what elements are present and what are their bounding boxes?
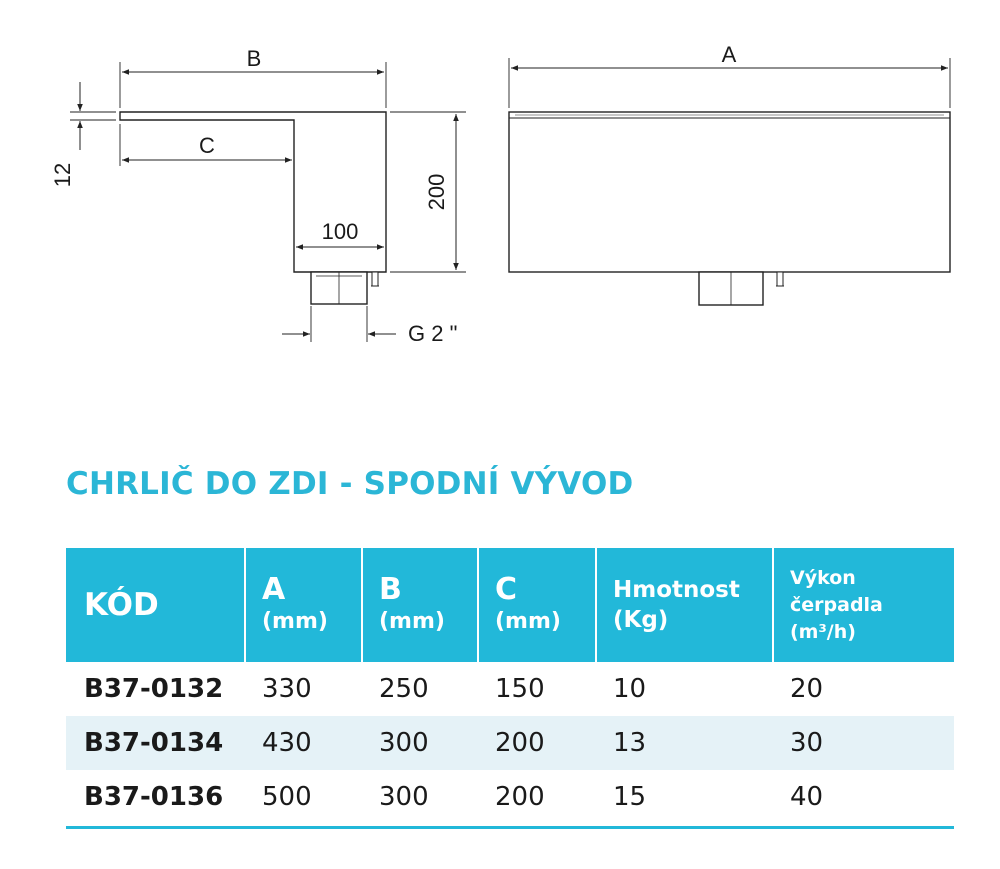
side-view [70,62,466,342]
cell-b: 250 [379,674,429,704]
cell-weight: 10 [613,674,647,704]
header-c-label: C [495,572,518,607]
header-pump-label-1: Výkon [790,566,856,589]
label-dim-200: 200 [424,174,449,211]
header-b-unit: (mm) [379,609,445,634]
header-b-label: B [379,572,402,607]
front-view [508,58,951,306]
label-dim-a: A [722,42,737,67]
cell-a: 430 [244,716,361,770]
cell-code: B37-0134 [66,716,244,770]
header-weight: Hmotnost (Kg) [595,548,772,662]
cell-weight: 15 [613,782,647,812]
header-pump: Výkon čerpadla (m³/h) [772,548,954,662]
spec-table: KÓD A (mm) B (mm) C (mm) Hmotnost (Kg) V… [66,548,954,824]
cell-b: 300 [379,782,429,812]
table-row: B37-0134 430 300 200 13 30 [66,716,954,770]
label-dim-100: 100 [322,219,359,244]
label-dim-b: B [247,46,262,71]
table-row: B37-0132 330 250 150 10 20 [66,662,954,716]
cell-a: 330 [262,674,312,704]
cell-code: B37-0132 [84,674,224,704]
page-title: CHRLIČ DO ZDI - SPODNÍ VÝVOD [66,466,634,502]
cell-pump: 20 [790,674,824,704]
side-view-outline [119,111,387,273]
header-c-unit: (mm) [495,609,561,634]
cell-a: 500 [262,782,312,812]
table-row: B37-0136 500 300 200 15 40 [66,770,954,824]
header-b: B (mm) [361,548,477,662]
label-dim-12: 12 [50,163,75,187]
technical-drawing: B C 12 200 100 G 2 " A [50,42,951,346]
label-thread: G 2 " [408,321,457,346]
cell-c: 200 [477,716,595,770]
header-weight-unit: (Kg) [613,607,669,633]
header-pump-label-2: čerpadla [790,593,883,616]
front-view-outline [508,111,951,273]
header-a: A (mm) [244,548,361,662]
cell-code: B37-0136 [84,782,224,812]
cell-weight: 13 [595,716,772,770]
side-view-screw [371,271,379,287]
header-weight-label: Hmotnost [613,577,740,603]
header-code-label: KÓD [84,587,159,623]
front-view-screw [776,271,784,287]
cell-c: 150 [495,674,545,704]
cell-pump: 40 [790,782,824,812]
cell-c: 200 [495,782,545,812]
cell-b: 300 [361,716,477,770]
header-code: KÓD [66,548,244,662]
label-dim-c: C [199,133,215,158]
cell-pump: 30 [772,716,954,770]
table-header-row: KÓD A (mm) B (mm) C (mm) Hmotnost (Kg) V… [66,548,954,662]
header-a-unit: (mm) [262,609,328,634]
header-pump-unit: (m³/h) [790,620,856,643]
table-bottom-rule [66,826,954,829]
header-a-label: A [262,572,286,607]
header-c: C (mm) [477,548,595,662]
